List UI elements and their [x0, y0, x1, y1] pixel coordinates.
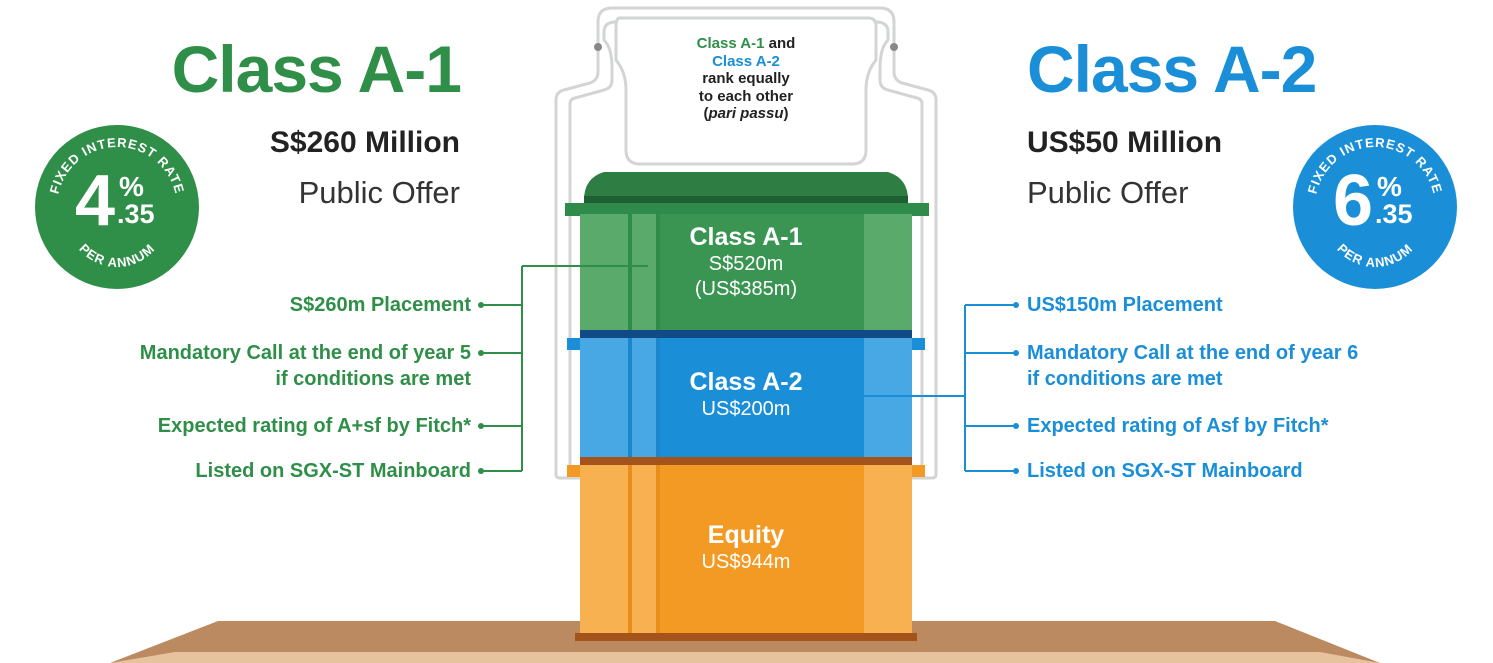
class-a1-rate-big: 4	[75, 161, 116, 241]
class-a1-offer: Public Offer	[298, 175, 460, 210]
svg-text:FIXED INTEREST RATE: FIXED INTEREST RATE	[1305, 135, 1446, 196]
class-a1-feature-listing: Listed on SGX-ST Mainboard	[195, 460, 471, 482]
class-a1-feature-mandatory-call: Mandatory Call at the end of year 5	[139, 342, 471, 364]
class-a2-rate-decimal: .35	[1375, 199, 1413, 229]
class-a2-feature-rating: Expected rating of Asf by Fitch*	[1027, 415, 1329, 437]
class-a1-amount: S$260 Million	[269, 126, 460, 159]
tier-label-class-a1: Class A-1 S$520m (US$385m)	[689, 223, 803, 300]
tier-label-class-a2: Class A-2 US$200m	[689, 368, 803, 420]
tier-label-equity: Equity US$944m	[701, 521, 791, 573]
class-a1-feature-conditions: if conditions are met	[275, 368, 471, 390]
class-a2-feature-placement: US$150m Placement	[1027, 294, 1223, 316]
class-a2-rate-big: 6	[1333, 161, 1374, 241]
class-a1-interest-badge: FIXED INTEREST RATE PER ANNUM 4 % .35	[35, 125, 199, 289]
class-a2-feature-listing: Listed on SGX-ST Mainboard	[1027, 460, 1303, 482]
rank-note-class-a2: Class A-2	[712, 52, 780, 70]
class-a2-feature-mandatory-call: Mandatory Call at the end of year 6	[1027, 342, 1359, 364]
class-a2-feature-conditions: if conditions are met	[1027, 368, 1223, 390]
class-a2-interest-badge: FIXED INTEREST RATE PER ANNUM 6 % .35	[1293, 125, 1457, 289]
class-a2-title: Class A-2	[1027, 32, 1317, 106]
badge-arc-text: FIXED INTEREST RATE PER ANNUM	[1305, 135, 1446, 271]
svg-text:PER ANNUM: PER ANNUM	[76, 241, 157, 271]
class-a1-rate-percent: %	[119, 171, 144, 202]
rank-equally-note: Class A-1 and Class A-2 rank equally to …	[626, 35, 866, 123]
class-a2-amount: US$50 Million	[1027, 126, 1223, 159]
class-a2-rate-percent: %	[1377, 171, 1402, 202]
class-a1-feature-placement: S$260m Placement	[289, 294, 471, 316]
svg-text:PER ANNUM: PER ANNUM	[1334, 241, 1415, 271]
class-a1-title: Class A-1	[171, 32, 462, 106]
pari-passu-text: pari passu	[708, 105, 784, 122]
class-a2-offer: Public Offer	[1027, 175, 1189, 210]
class-a1-rate-decimal: .35	[117, 199, 155, 229]
badge-arc-text: FIXED INTEREST RATE PER ANNUM	[47, 135, 188, 271]
rank-note-class-a1: Class A-1	[696, 35, 765, 52]
svg-text:FIXED INTEREST RATE: FIXED INTEREST RATE	[47, 135, 188, 196]
class-a1-feature-rating: Expected rating of A+sf by Fitch*	[157, 415, 471, 437]
